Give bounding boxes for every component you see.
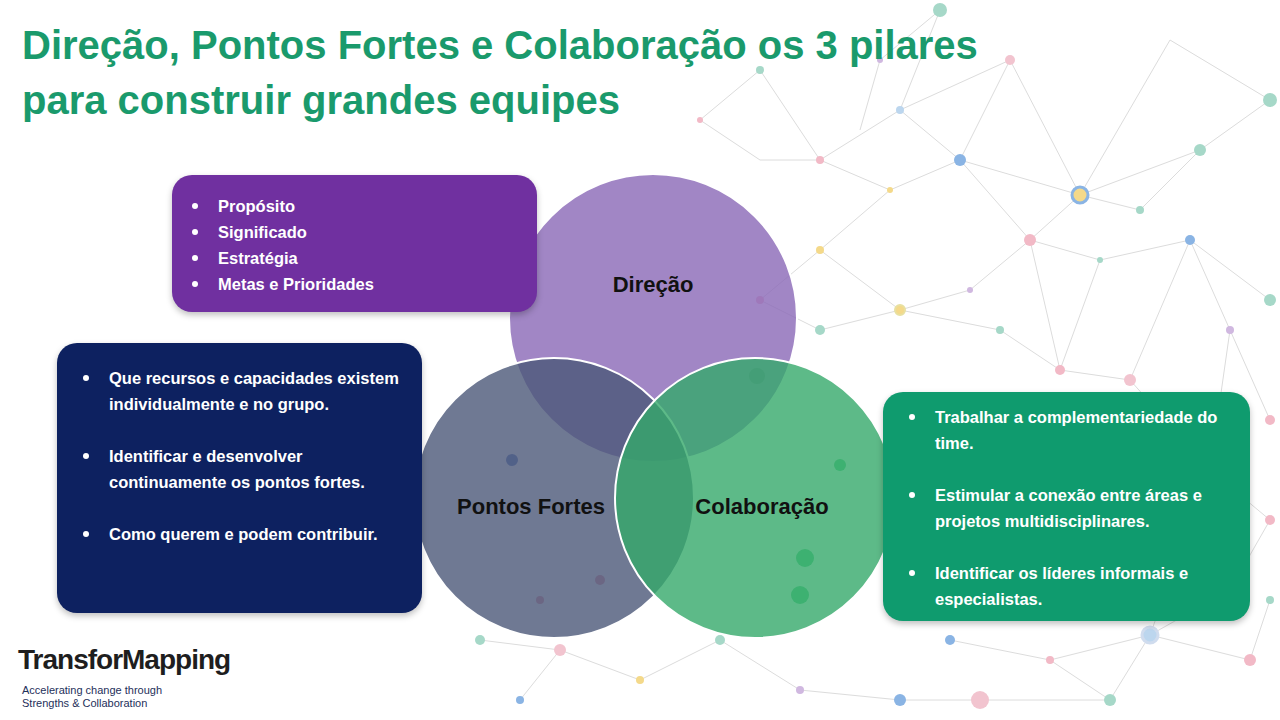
bullet-item: Que recursos e capacidades existem indiv… [109,365,409,417]
bullet-dot [192,229,198,235]
bullet-dot [192,281,198,287]
bullet-item: Identificar e desenvolver continuamente … [109,443,409,495]
bullet-dot [83,375,89,381]
bullet-text: Significado [218,223,307,241]
diagram-title: Direção, Pontos Fortes e Colaboração os … [22,18,982,128]
pillar-circle: Colaboração [614,357,896,639]
bullet-item: Estimular a conexão entre áreas e projet… [935,482,1225,534]
bullet-text: Como querem e podem contribuir. [109,525,378,543]
bullet-text: Estratégia [218,249,298,267]
bullet-dot [192,203,198,209]
bullet-text: Que recursos e capacidades existem indiv… [109,369,399,413]
bullet-dot [83,453,89,459]
bullet-text: Identificar e desenvolver continuamente … [109,447,365,491]
bullet-item: Estratégia [218,245,518,271]
bullet-dot [909,414,915,420]
logo-text: TransforMapping [18,644,230,676]
circle-fill [615,358,895,638]
bullet-item: Significado [218,219,518,245]
bullet-dot [83,531,89,537]
bullet-item: Metas e Prioridades [218,271,518,297]
bullet-item: Como querem e podem contribuir. [109,521,409,547]
bullet-item: Trabalhar a complementariedade do time. [935,404,1225,456]
circle-label: Pontos Fortes [457,494,605,520]
bullet-text: Metas e Prioridades [218,275,374,293]
logo-tagline: Accelerating change through Strengths & … [22,684,192,710]
bullet-dot [909,570,915,576]
bullet-text: Identificar os líderes informais e espec… [935,564,1188,608]
circle-label: Direção [613,272,694,298]
bullet-text: Estimular a conexão entre áreas e projet… [935,486,1202,530]
bullet-text: Propósito [218,197,295,215]
bullet-text: Trabalhar a complementariedade do time. [935,408,1217,452]
bullet-item: Identificar os líderes informais e espec… [935,560,1225,612]
circle-label: Colaboração [695,494,828,520]
bullet-dot [909,492,915,498]
bullet-box: PropósitoSignificadoEstratégiaMetas e Pr… [172,175,537,312]
bullet-box: Trabalhar a complementariedade do time. E… [883,392,1250,621]
bullet-box: Que recursos e capacidades existem indiv… [57,343,422,613]
bullet-item: Propósito [218,193,518,219]
bullet-dot [192,255,198,261]
